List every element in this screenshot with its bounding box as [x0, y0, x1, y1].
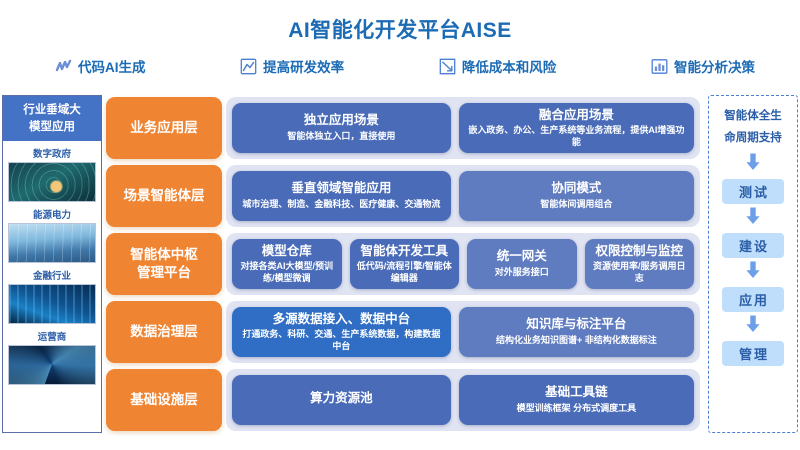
- government-thumbnail: [8, 162, 96, 203]
- card-base-toolchain[interactable]: 基础工具链 模型训练框架 分布式调度工具: [458, 375, 694, 425]
- industry-item-telecom[interactable]: 运营商: [8, 327, 96, 386]
- card-description: 城市治理、制造、金融科技、医疗健康、交通物流: [242, 198, 441, 209]
- feature-item-analysis: 智能分析决策: [651, 56, 755, 76]
- card-title: 模型仓库: [261, 243, 312, 258]
- wave-line-icon: [55, 58, 72, 75]
- architecture-diagram: 行业垂域大 模型应用 数字政府 能源电力 金融行业 运营商: [2, 95, 798, 435]
- down-arrow-icon: [743, 152, 763, 177]
- card-description: 智能体间调用组合: [540, 198, 613, 209]
- feature-item-code-ai: 代码AI生成: [55, 56, 146, 76]
- lifecycle-title-line1: 智能体全生: [724, 110, 782, 122]
- bar-chart-icon: [651, 58, 668, 75]
- lifecycle-stage-build[interactable]: 建设: [722, 232, 784, 258]
- industry-label: 金融行业: [32, 271, 71, 283]
- card-vertical-domain-app[interactable]: 垂直领域智能应用 城市治理、制造、金融科技、医疗健康、交通物流: [232, 171, 451, 221]
- card-title: 智能体开发工具: [360, 243, 448, 258]
- card-description: 低代码/流程引擎/智能体编辑器: [356, 261, 452, 283]
- power-grid-thumbnail: [8, 223, 96, 264]
- finance-city-thumbnail: [8, 284, 96, 325]
- row-data-governance: 多源数据接入、数据中台 打通政务、科研、交通、生产系统数据，构建数据中台 知识库…: [226, 301, 700, 363]
- industry-item-government[interactable]: 数字政府: [8, 144, 96, 203]
- datacenter-thumbnail: [8, 345, 96, 386]
- card-title: 垂直领域智能应用: [291, 181, 392, 196]
- lifecycle-column: 智能体全生 命周期支持 测试 建设 应用: [708, 95, 798, 433]
- card-description: 对外服务接口: [494, 266, 549, 277]
- card-description: 打通政务、科研、交通、生产系统数据，构建数据中台: [242, 329, 441, 351]
- layer-label-line2: 管理平台: [137, 265, 191, 280]
- feature-label: 降低成本和风险: [461, 60, 557, 75]
- layer-label-data-governance[interactable]: 数据治理层: [106, 301, 222, 363]
- cost-down-icon: [439, 58, 456, 75]
- card-description: 智能体独立入口，直接使用: [287, 130, 396, 141]
- layer-label-infrastructure[interactable]: 基础设施层: [106, 369, 222, 431]
- card-description: 资源使用率/服务调用日志: [592, 261, 686, 283]
- industry-column: 行业垂域大 模型应用 数字政府 能源电力 金融行业 运营商: [2, 95, 102, 433]
- industry-list: 数字政府 能源电力 金融行业 运营商: [3, 141, 101, 390]
- lifecycle-stage-manage[interactable]: 管理: [722, 340, 784, 366]
- row-infrastructure: 算力资源池 基础工具链 模型训练框架 分布式调度工具: [226, 369, 700, 431]
- industry-label: 数字政府: [32, 149, 71, 161]
- layer-label-column: 业务应用层 场景智能体层 智能体中枢 管理平台 数据治理层 基础设施层: [106, 95, 222, 433]
- card-model-repository[interactable]: 模型仓库 对接各类AI大模型/预训练/模型微调: [232, 239, 342, 289]
- card-collaboration-mode[interactable]: 协同模式 智能体间调用组合: [458, 171, 694, 221]
- lifecycle-stage-apply[interactable]: 应用: [722, 286, 784, 312]
- row-business-application: 独立应用场景 智能体独立入口，直接使用 融合应用场景 嵌入政务、办公、生产系统等…: [226, 97, 700, 159]
- page-title: AI智能化开发平台AISE: [288, 19, 512, 42]
- down-arrow-icon: [743, 206, 763, 231]
- layer-label-scenario[interactable]: 场景智能体层: [106, 165, 222, 227]
- industry-heading-line1: 行业垂域大: [23, 104, 81, 116]
- chart-trend-icon: [240, 58, 257, 75]
- feature-item-efficiency: 提高研发效率: [240, 56, 344, 76]
- industry-label: 能源电力: [32, 210, 71, 222]
- layer-label-business[interactable]: 业务应用层: [106, 97, 222, 159]
- card-agent-dev-tools[interactable]: 智能体开发工具 低代码/流程引擎/智能体编辑器: [349, 239, 459, 289]
- card-description: 对接各类AI大模型/预训练/模型微调: [240, 261, 333, 283]
- card-title: 协同模式: [551, 181, 602, 196]
- card-knowledge-annotation-platform[interactable]: 知识库与标注平台 结构化业务知识图谱+ 非结构化数据标注: [458, 307, 694, 357]
- layer-content-rows: 独立应用场景 智能体独立入口，直接使用 融合应用场景 嵌入政务、办公、生产系统等…: [226, 95, 700, 433]
- card-title: 统一网关: [496, 249, 547, 264]
- card-description: 模型训练框架 分布式调度工具: [516, 402, 637, 413]
- card-title: 多源数据接入、数据中台: [272, 311, 411, 326]
- card-multisource-data-platform[interactable]: 多源数据接入、数据中台 打通政务、科研、交通、生产系统数据，构建数据中台: [232, 307, 451, 357]
- industry-column-heading: 行业垂域大 模型应用: [3, 96, 101, 142]
- card-compute-resource-pool[interactable]: 算力资源池: [232, 375, 451, 425]
- card-title: 权限控制与监控: [595, 243, 683, 258]
- feature-label: 提高研发效率: [263, 60, 345, 75]
- card-title: 融合应用场景: [538, 107, 614, 122]
- lifecycle-title-line2: 命周期支持: [724, 131, 782, 144]
- card-title: 独立应用场景: [303, 113, 379, 128]
- card-title: 算力资源池: [310, 391, 373, 406]
- row-agent-hub-platform: 模型仓库 对接各类AI大模型/预训练/模型微调 智能体开发工具 低代码/流程引擎…: [226, 233, 700, 295]
- industry-label: 运营商: [37, 332, 67, 344]
- layer-label-line1: 智能体中枢: [130, 247, 198, 263]
- card-standalone-scenario[interactable]: 独立应用场景 智能体独立入口，直接使用: [232, 103, 451, 153]
- industry-item-finance[interactable]: 金融行业: [8, 266, 96, 325]
- card-title: 知识库与标注平台: [526, 317, 627, 332]
- down-arrow-icon: [743, 314, 763, 339]
- industry-item-power[interactable]: 能源电力: [8, 205, 96, 264]
- feature-label: 代码AI生成: [78, 60, 146, 75]
- feature-label: 智能分析决策: [673, 60, 755, 75]
- card-description: 嵌入政务、办公、生产系统等业务流程，提供AI增强功能: [468, 125, 685, 147]
- layer-label-agent-hub[interactable]: 智能体中枢 管理平台: [106, 233, 222, 295]
- feature-item-cost-risk: 降低成本和风险: [439, 56, 557, 76]
- feature-strip: 代码AI生成 提高研发效率 降低成本和风险: [55, 56, 755, 76]
- row-scenario-agent: 垂直领域智能应用 城市治理、制造、金融科技、医疗健康、交通物流 协同模式 智能体…: [226, 165, 700, 227]
- down-arrow-icon: [743, 260, 763, 285]
- card-integrated-scenario[interactable]: 融合应用场景 嵌入政务、办公、生产系统等业务流程，提供AI增强功能: [458, 103, 694, 153]
- card-description: 结构化业务知识图谱+ 非结构化数据标注: [495, 334, 657, 345]
- industry-heading-line2: 模型应用: [29, 120, 75, 133]
- card-unified-gateway[interactable]: 统一网关 对外服务接口: [467, 239, 577, 289]
- lifecycle-stage-test[interactable]: 测试: [722, 178, 784, 204]
- lifecycle-title: 智能体全生 命周期支持: [724, 106, 782, 150]
- card-permission-monitoring[interactable]: 权限控制与监控 资源使用率/服务调用日志: [584, 239, 694, 289]
- card-title: 基础工具链: [545, 385, 608, 400]
